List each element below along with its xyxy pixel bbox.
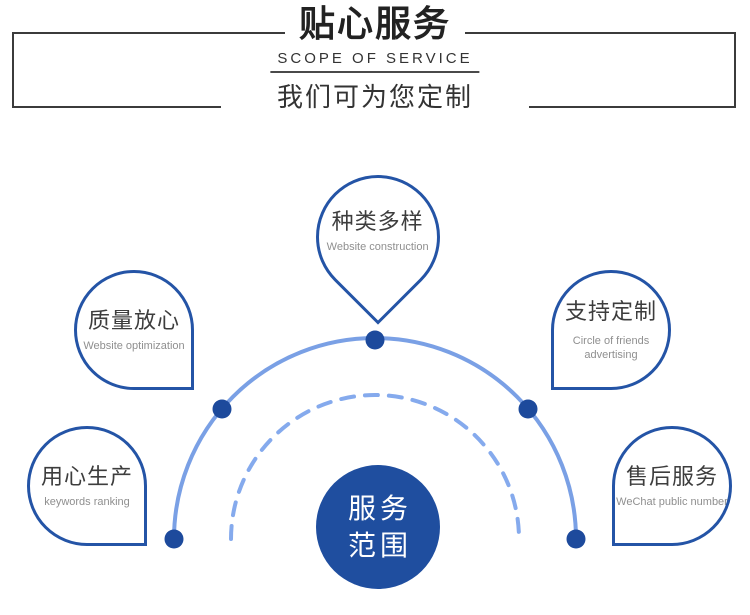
center-badge-line1: 服务 <box>347 493 412 524</box>
bubble-subtitle: Website construction <box>327 240 429 253</box>
bubble-aftersales: 售后服务 WeChat public number <box>612 426 732 546</box>
bubble-title: 用心生产 <box>40 463 133 489</box>
bubble-customization: 支持定制 Circle of friends advertising <box>551 270 671 390</box>
arc-node-upper-left <box>212 399 232 419</box>
bubble-subtitle: keywords ranking <box>44 495 130 508</box>
inner-dashed-arc <box>229 393 521 541</box>
page-tagline: 我们可为您定制 <box>220 80 530 114</box>
bubble-title: 种类多样 <box>331 208 424 234</box>
arc-node-lower-left <box>164 529 184 549</box>
bubble-variety-content: 种类多样 Website construction <box>327 209 429 266</box>
arc-node-upper-right <box>518 399 538 419</box>
bubble-subtitle: WeChat public number <box>616 495 728 508</box>
arc-node-top <box>365 330 385 350</box>
arc-node-lower-right <box>566 529 586 549</box>
bubble-title: 质量放心 <box>87 307 180 333</box>
bubble-subtitle: Website optimization <box>83 339 185 352</box>
bubble-title: 支持定制 <box>564 298 657 324</box>
bubble-production: 用心生产 keywords ranking <box>27 426 147 546</box>
page-title: 贴心服务 <box>284 2 466 46</box>
center-badge: 服务 范围 <box>316 465 440 589</box>
bubble-title: 售后服务 <box>625 463 718 489</box>
bubble-subtitle: Circle of friends advertising <box>572 334 650 361</box>
page-subtitle: SCOPE OF SERVICE <box>270 50 480 73</box>
bubble-quality: 质量放心 Website optimization <box>74 270 194 390</box>
center-badge-line2: 范围 <box>347 530 412 561</box>
